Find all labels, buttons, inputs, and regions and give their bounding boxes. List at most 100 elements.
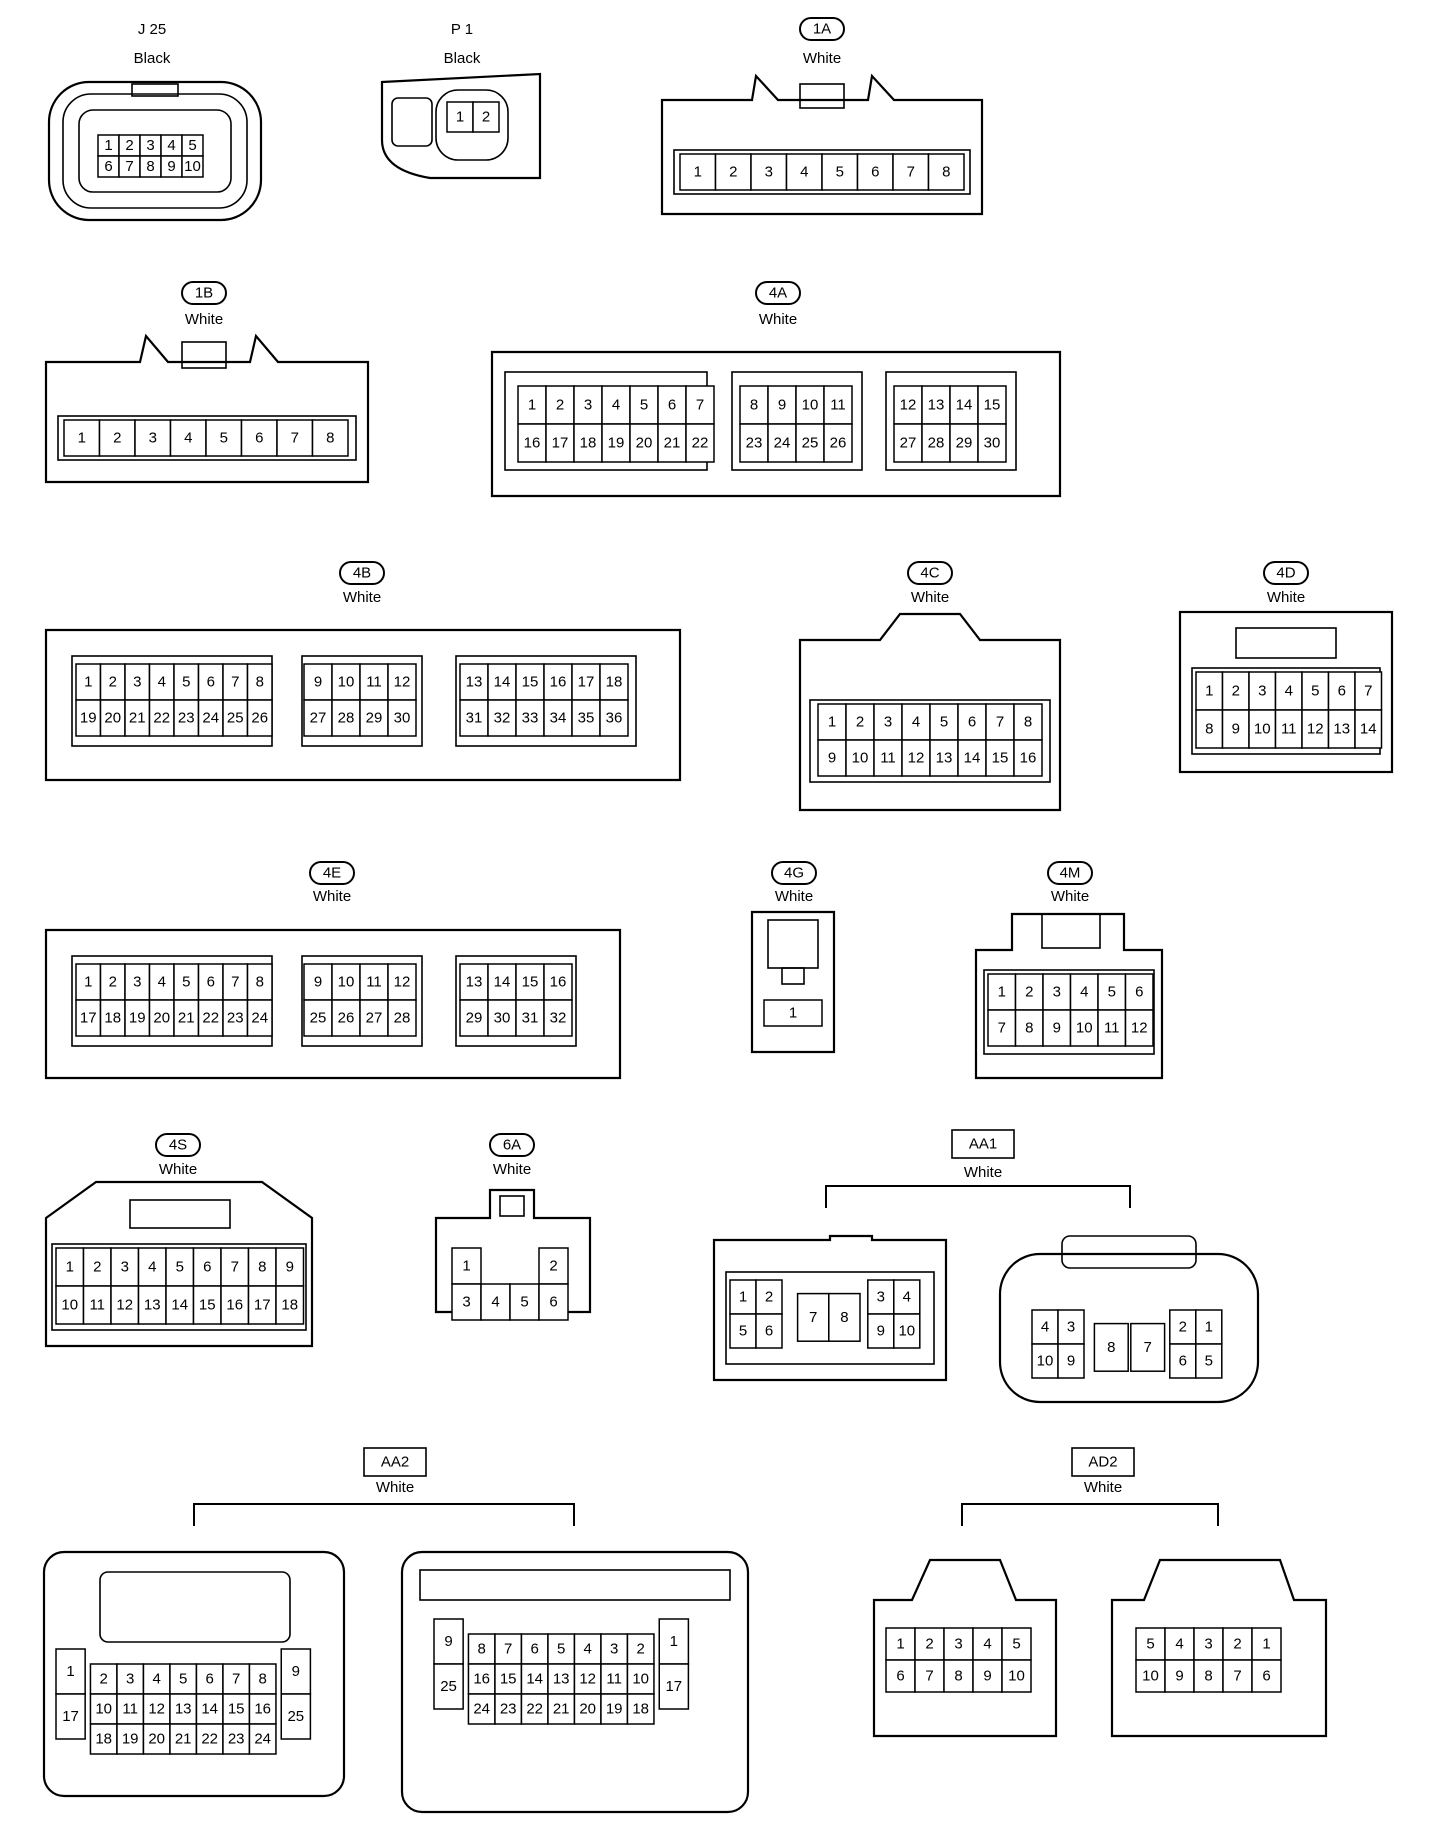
- pin-cavity: [573, 385, 603, 425]
- pin-number: 4: [612, 397, 620, 414]
- pin-cavity: [515, 663, 545, 701]
- pin-number: 5: [176, 1259, 184, 1276]
- pin-number: 20: [104, 710, 121, 727]
- pin-number: 10: [1254, 721, 1271, 738]
- pin-cavity: [626, 1693, 655, 1725]
- pin-cavity: [957, 703, 987, 741]
- pin-cavity: [543, 663, 573, 701]
- connector-inner-wall: [391, 97, 433, 147]
- connector-housing: [750, 910, 836, 1054]
- pin-cavity: [1164, 1627, 1195, 1661]
- pin-number: 3: [610, 1641, 618, 1658]
- pin-number: 23: [500, 1701, 517, 1718]
- pin-cavity: [601, 423, 631, 463]
- connector-inner-wall: [62, 93, 248, 209]
- pin-cavity: [1195, 709, 1224, 749]
- pin-cavity: [137, 1285, 167, 1325]
- connector-color: White: [159, 1161, 197, 1178]
- pin-number: 10: [184, 158, 201, 175]
- pin-number: 1: [456, 109, 464, 126]
- connector-color: White: [1084, 1479, 1122, 1496]
- connector-code-badge: [309, 861, 355, 885]
- pin-number: 28: [394, 1010, 411, 1027]
- connector-color: White: [493, 1161, 531, 1178]
- pin-cavity: [1001, 1659, 1032, 1693]
- pin-cavity: [1327, 671, 1356, 711]
- pin-number: 25: [227, 710, 244, 727]
- pin-number: 7: [231, 974, 239, 991]
- pin-number: 4: [1080, 984, 1088, 1001]
- pin-cavity: [657, 385, 687, 425]
- pin-cavity: [1013, 739, 1043, 777]
- pin-number: 10: [1076, 1020, 1093, 1037]
- pin-number: 12: [394, 674, 411, 691]
- pair-bracket: [825, 1185, 1131, 1208]
- pin-cavity: [509, 1283, 540, 1321]
- pin-cavity: [573, 423, 603, 463]
- pin-number: 30: [984, 435, 1001, 452]
- connector-latch: [781, 967, 805, 985]
- pin-cavity: [547, 1633, 576, 1665]
- pin-number: 1: [828, 714, 836, 731]
- pin-number: 24: [473, 1701, 490, 1718]
- pin-number: 14: [1360, 721, 1377, 738]
- pin-number: 3: [884, 714, 892, 731]
- connector-inner-wall: [78, 109, 232, 193]
- pin-number: 9: [1053, 1020, 1061, 1037]
- pin-number: 15: [984, 397, 1001, 414]
- pin-number: 22: [202, 1010, 219, 1027]
- pin-number: 17: [665, 1678, 682, 1695]
- pin-cavity: [893, 1313, 921, 1349]
- pin-cavity: [1031, 1343, 1059, 1379]
- pin-number: 7: [232, 1671, 240, 1688]
- pin-cavity: [1221, 709, 1250, 749]
- pin-cavity: [929, 703, 959, 741]
- pin-cavity: [750, 153, 788, 191]
- pair-bracket: [193, 1503, 575, 1526]
- pin-cavity: [1193, 1627, 1224, 1661]
- pin-number: 7: [907, 164, 915, 181]
- pin-number: 18: [606, 674, 623, 691]
- pin-number: 2: [113, 430, 121, 447]
- pin-number: 18: [281, 1297, 298, 1314]
- pin-number: 19: [129, 1010, 146, 1027]
- pin-cavity: [543, 963, 573, 1001]
- pin-cavity: [75, 999, 102, 1037]
- pin-cavity: [89, 1693, 118, 1725]
- pin-number: 11: [89, 1297, 105, 1314]
- pin-number: 15: [522, 974, 539, 991]
- pin-number: 2: [1233, 1636, 1241, 1653]
- pin-cavity: [547, 1663, 576, 1695]
- pin-number: 28: [928, 435, 945, 452]
- pin-number: 16: [226, 1297, 243, 1314]
- connector-inner-wall: [983, 969, 1155, 1055]
- connector-code-badge: [771, 861, 817, 885]
- pin-number: 29: [366, 710, 383, 727]
- pin-number: 24: [774, 435, 791, 452]
- pin-number: 30: [494, 1010, 511, 1027]
- pin-number: 13: [936, 750, 953, 767]
- connector-code: 1B: [195, 285, 213, 302]
- pin-cavity: [1124, 973, 1154, 1011]
- pin-number: 4: [167, 137, 175, 154]
- pin-cavity: [795, 423, 825, 463]
- pin-number: 12: [1307, 721, 1324, 738]
- connector-code-box: [363, 1447, 427, 1477]
- pin-number: 8: [256, 974, 264, 991]
- pin-number: 5: [640, 397, 648, 414]
- pin-number: 21: [553, 1701, 570, 1718]
- pin-cavity: [387, 699, 417, 737]
- pin-number: 14: [964, 750, 981, 767]
- pin-number: 15: [992, 750, 1009, 767]
- pin-cavity: [63, 419, 101, 457]
- connector-lock-tab: [129, 1199, 231, 1229]
- pin-cavity: [487, 963, 517, 1001]
- pin-cavity: [248, 1723, 277, 1755]
- pin-number: 10: [632, 1671, 649, 1688]
- pin-number: 3: [133, 674, 141, 691]
